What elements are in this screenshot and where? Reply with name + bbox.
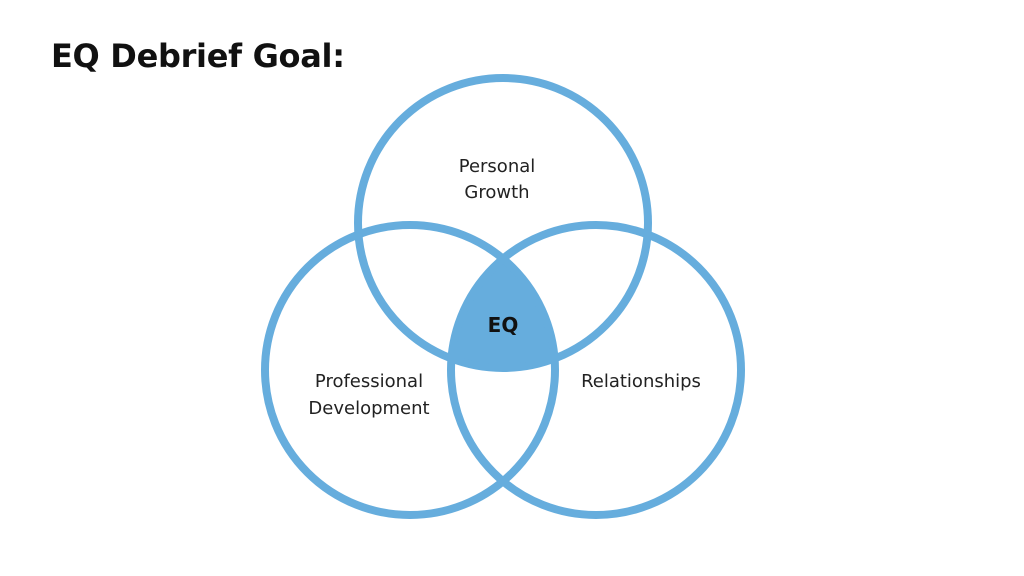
label-relationships: Relationships — [581, 371, 701, 392]
label-personal-growth-line-2: Growth — [464, 182, 529, 203]
center-intersection — [451, 225, 555, 368]
circle-personal-growth — [354, 74, 652, 372]
slide-title: EQ Debrief Goal: — [51, 37, 345, 75]
circle-relationships — [447, 221, 745, 519]
circle-professional-development — [261, 221, 559, 519]
label-center-eq: EQ — [488, 313, 519, 337]
label-professional-development-line-1: Professional — [315, 371, 423, 392]
label-personal-growth-line-1: Personal — [459, 156, 536, 177]
label-professional-development-line-2: Development — [308, 398, 429, 419]
